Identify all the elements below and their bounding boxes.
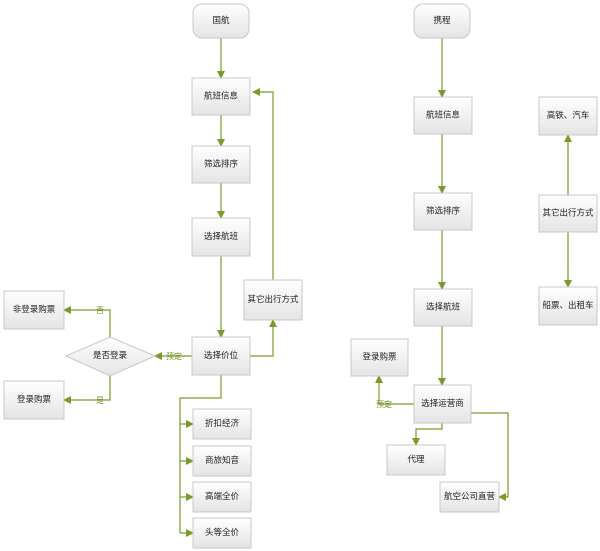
node-labels: 国航 航班信息 筛选排序 选择航班 其它出行方式 选择价位 是否登录 非登录购票… <box>13 15 594 538</box>
connector-price-to-options <box>179 375 222 533</box>
connector-r-carrier-to-login <box>375 375 414 405</box>
right-agent-label: 代理 <box>407 454 425 465</box>
other-bottom-label: 船票、出租车 <box>542 300 593 311</box>
other-center-box[interactable] <box>538 194 598 233</box>
right-info-label: 航班信息 <box>426 110 461 121</box>
right-filter-box[interactable] <box>413 192 473 231</box>
left-info-box[interactable] <box>191 77 251 116</box>
right-airline-direct-label: 航空公司直营 <box>444 491 495 502</box>
right-agent-box[interactable] <box>386 444 446 476</box>
price-option-4-label: 头等全价 <box>205 527 240 538</box>
connector-decision-to-no-login <box>63 306 111 337</box>
edge-label-book-right: 预定 <box>376 399 392 409</box>
left-select-price-label: 选择价位 <box>204 350 239 361</box>
right-login-buy-box[interactable] <box>350 338 409 377</box>
connectors <box>63 38 572 537</box>
connector-r-carrier-to-airline <box>471 412 509 501</box>
left-info-label: 航班信息 <box>204 91 239 102</box>
right-select-carrier-label: 选择运营商 <box>421 398 464 409</box>
connector-other-travel-to-info <box>252 88 274 280</box>
price-option-3-label: 高端全价 <box>205 491 240 502</box>
login-buy-box[interactable] <box>3 380 65 420</box>
price-option-1-box[interactable] <box>192 408 252 440</box>
edge-label-yes: 是 <box>96 396 104 405</box>
price-option-4-box[interactable] <box>192 517 252 549</box>
price-option-2-box[interactable] <box>192 445 252 477</box>
other-top-box[interactable] <box>538 96 598 136</box>
other-center-label: 其它出行方式 <box>542 208 594 219</box>
left-other-travel-label: 其它出行方式 <box>247 294 299 305</box>
other-bottom-box[interactable] <box>538 286 598 326</box>
connector-r-carrier-to-agent <box>412 423 443 446</box>
no-login-buy-box[interactable] <box>3 290 65 330</box>
login-buy-label: 登录购票 <box>17 394 52 405</box>
connector-decision-to-login <box>63 376 111 404</box>
edge-label-book-left: 预定 <box>166 351 182 361</box>
right-start-terminal[interactable] <box>413 3 471 39</box>
right-filter-label: 筛选排序 <box>426 206 461 217</box>
edge-labels: 否 是 预定 预定 <box>96 306 392 409</box>
price-option-2-label: 商旅知音 <box>205 455 240 466</box>
decision-label: 是否登录 <box>93 350 128 361</box>
right-select-carrier-box[interactable] <box>413 384 472 424</box>
right-select-flight-label: 选择航班 <box>426 302 461 313</box>
right-start-label: 携程 <box>433 15 451 26</box>
nodes <box>3 3 598 549</box>
right-info-box[interactable] <box>413 96 473 135</box>
price-option-3-box[interactable] <box>192 481 252 513</box>
left-other-travel-box[interactable] <box>243 279 303 321</box>
left-start-label: 国航 <box>212 15 230 26</box>
edge-label-no: 否 <box>96 306 104 315</box>
left-filter-label: 筛选排序 <box>204 159 239 170</box>
right-select-flight-box[interactable] <box>413 288 473 327</box>
login-decision-diamond[interactable] <box>64 336 157 377</box>
left-start-terminal[interactable] <box>192 3 250 39</box>
left-select-flight-box[interactable] <box>191 217 251 257</box>
connector-price-to-other-travel <box>250 319 277 357</box>
no-login-buy-label: 非登录购票 <box>13 304 56 315</box>
other-top-label: 高铁、汽车 <box>547 110 590 121</box>
left-select-price-box[interactable] <box>191 336 251 376</box>
left-filter-box[interactable] <box>191 145 251 184</box>
right-airline-direct-box[interactable] <box>439 481 500 513</box>
left-select-flight-label: 选择航班 <box>204 231 239 242</box>
price-option-1-label: 折扣经济 <box>205 418 240 429</box>
right-login-buy-label: 登录购票 <box>362 352 397 363</box>
